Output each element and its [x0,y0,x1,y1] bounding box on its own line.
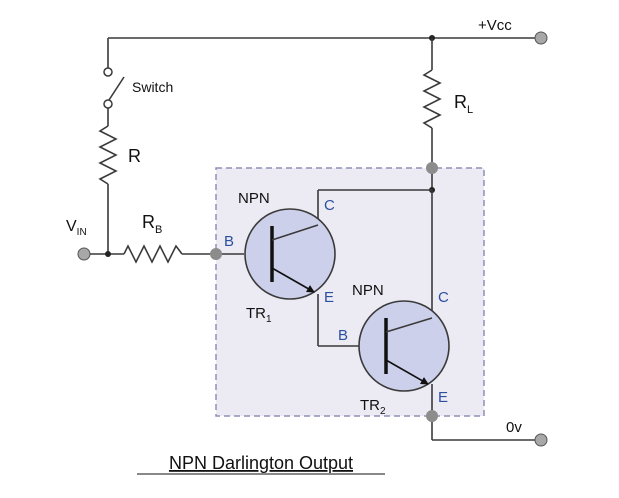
vin-junction [105,251,111,257]
tr1-type-label: NPN [238,190,270,207]
emitter-node [426,410,438,422]
tr2-body [358,300,450,392]
collector-node [426,162,438,174]
tr1-body [244,208,336,300]
switch-contact-top [103,67,113,77]
tr2-type-label: NPN [352,282,384,299]
base-node [210,248,222,260]
vcc-terminal [534,31,548,45]
tr1-name-label: TR1 [246,305,272,325]
vin-terminal [77,247,91,261]
switch-label: Switch [132,79,173,95]
diagram-caption: NPN Darlington Output [169,453,353,473]
tr2-emitter-pin-label: E [438,389,448,406]
vin-label: VIN [66,218,87,238]
resistor-rl-label: RL [454,92,473,116]
tr2-emitter-arrow [385,359,429,385]
resistor-rb-label: RB [142,212,162,236]
tr1-collector-pin-label: C [324,197,335,214]
tr1-collector-lead [271,224,319,241]
tr2-collector-pin-label: C [438,289,449,306]
tr1-emitter-pin-label: E [324,289,334,306]
tr2-collector-lead [385,317,433,333]
switch-lever [108,76,125,101]
resistor-r-label: R [128,146,141,166]
ground-label: 0v [506,419,522,436]
tr2-base-pin-label: B [338,327,348,344]
tr1-emitter-arrow [271,267,315,293]
resistor-rl-zigzag [422,69,442,129]
tr1-base-pin-label: B [224,233,234,250]
tr2-name-label: TR2 [360,397,386,417]
switch-contact-bottom [103,99,113,109]
resistor-rb-zigzag [123,244,183,264]
vcc-label: +Vcc [478,17,512,34]
ground-terminal [534,433,548,447]
resistor-r-zigzag [98,125,118,185]
